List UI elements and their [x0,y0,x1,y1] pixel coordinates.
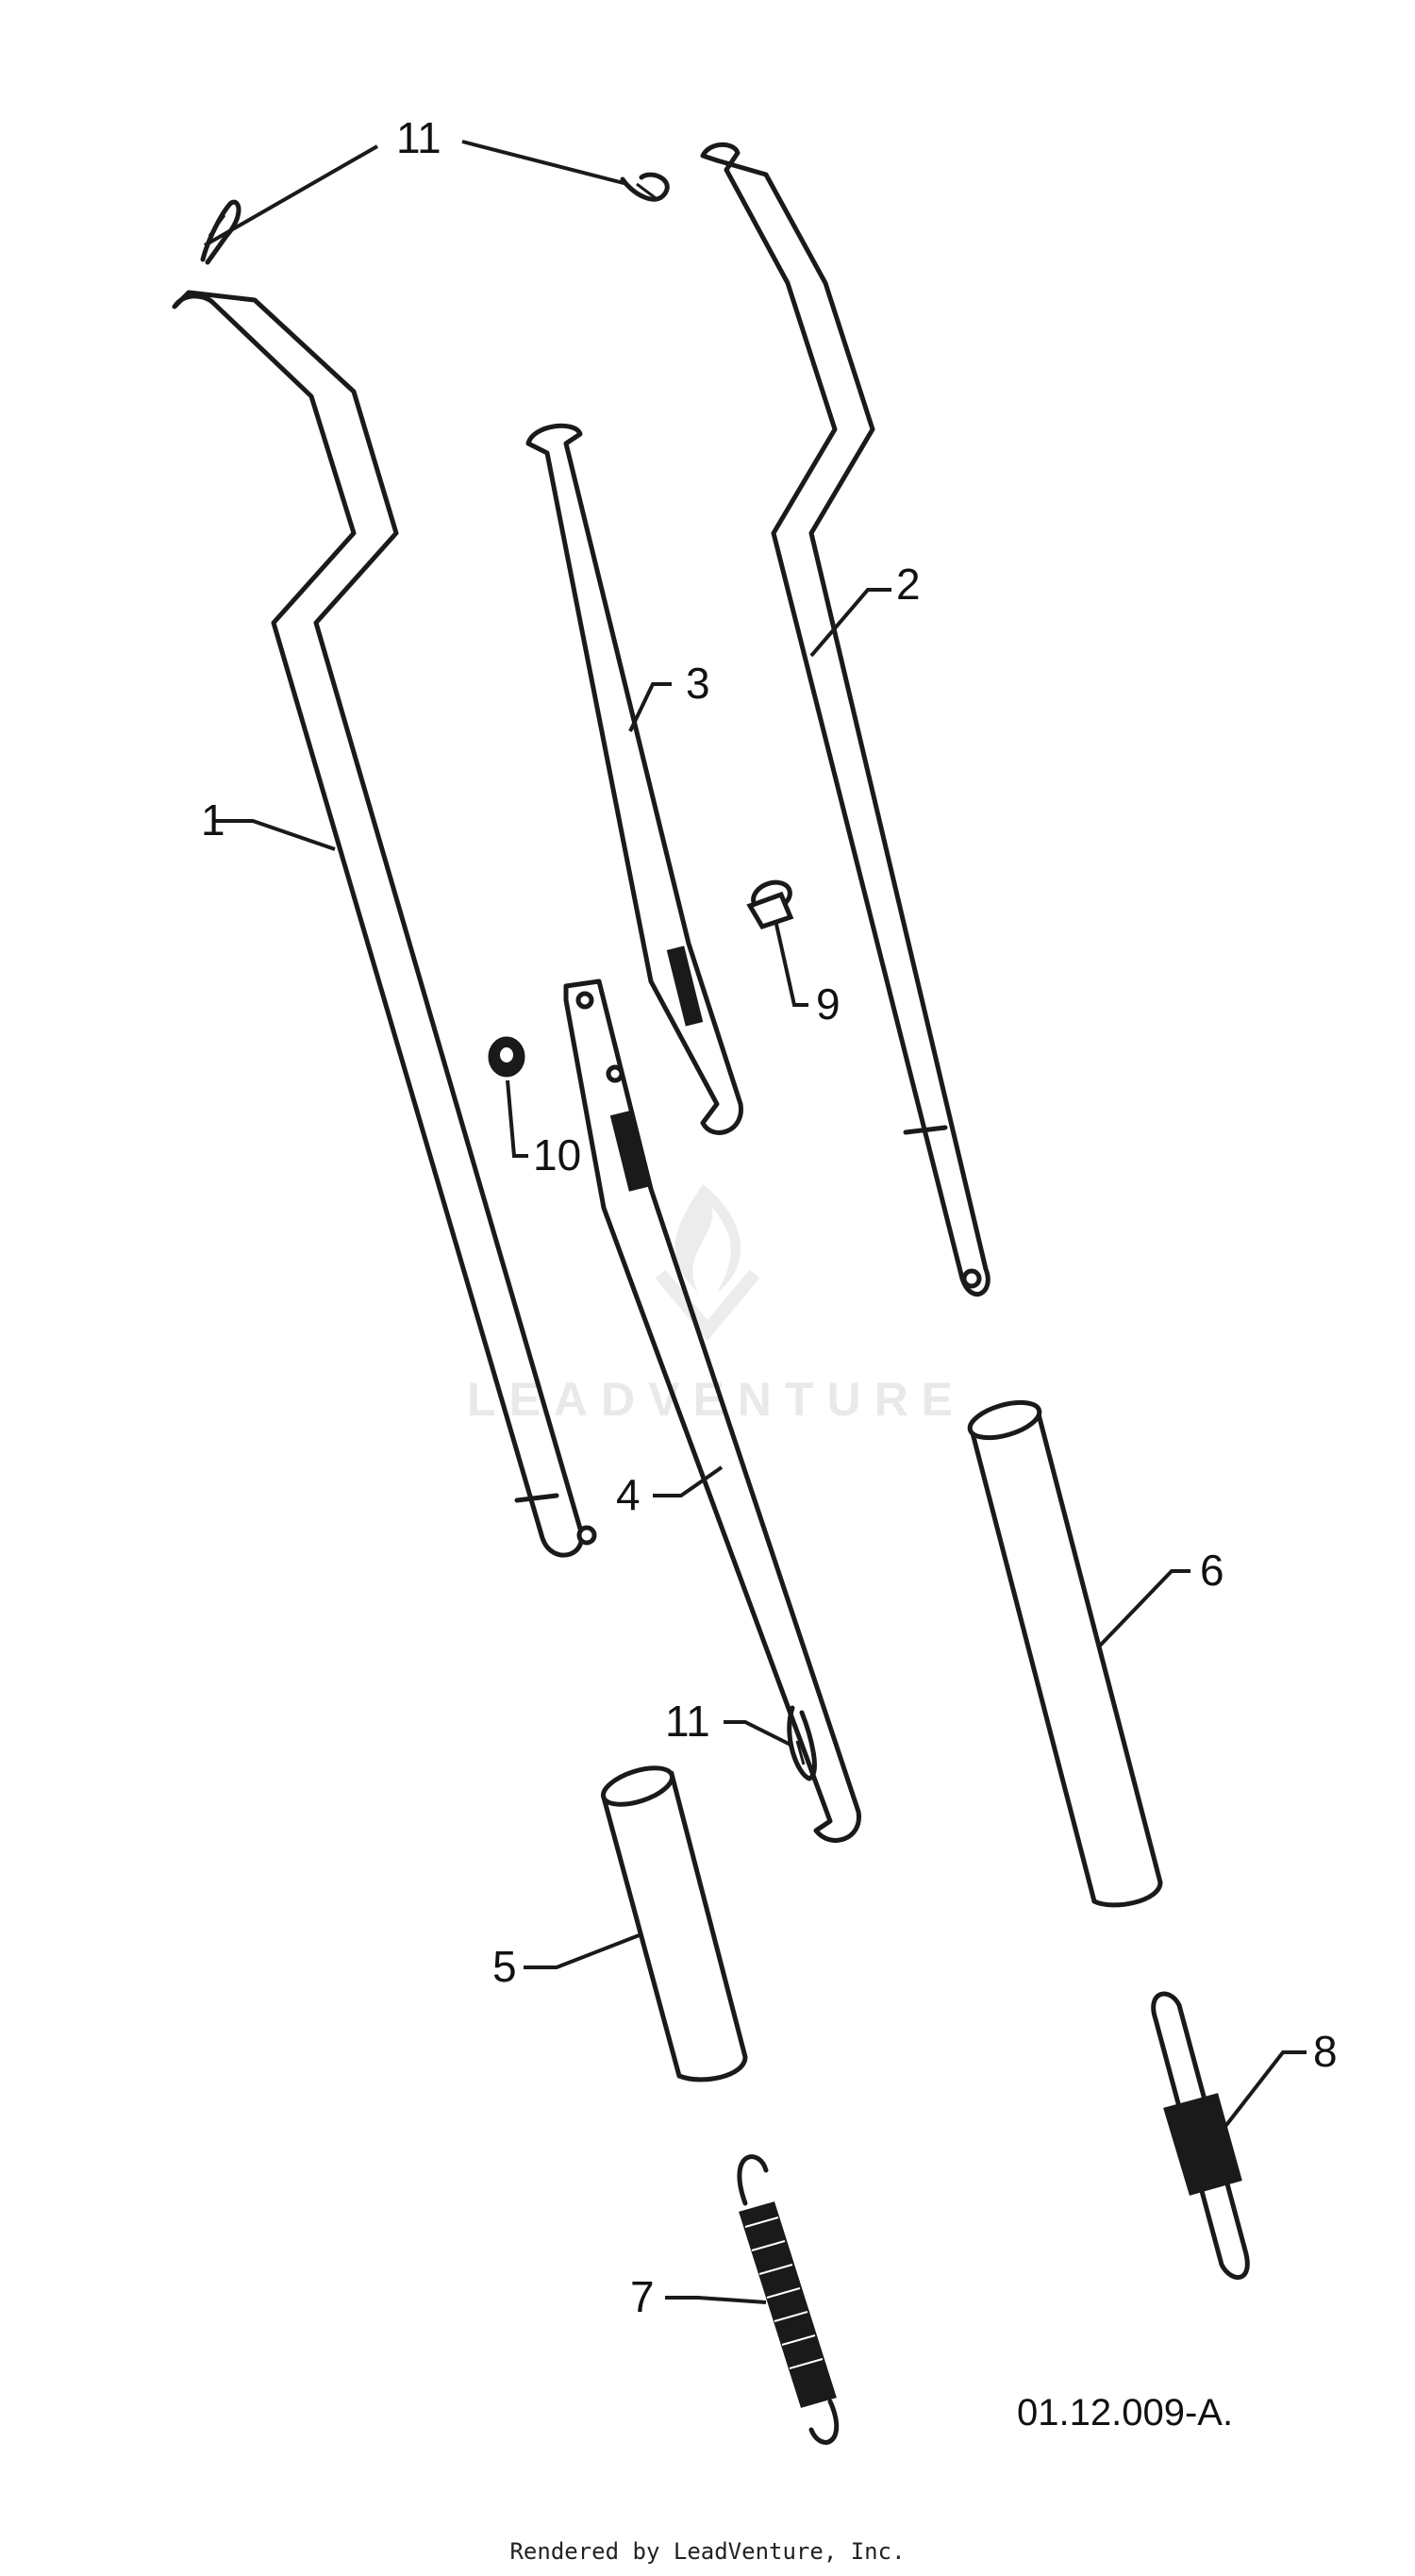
diagram-code: 01.12.009-A. [1017,2392,1233,2434]
part-3-slot [666,945,704,1027]
callout-8: 8 [1313,2027,1338,2076]
part-4-rod [563,979,861,1843]
part-2-rod [700,142,990,1297]
part-11-clip-top-left [200,199,241,265]
part-7-spring [737,2154,840,2445]
callout-11-top: 11 [396,113,441,162]
part-10-nut [488,1036,525,1078]
watermark-logo [655,1184,760,1341]
callout-6: 6 [1200,1546,1224,1595]
callout-2: 2 [896,560,921,609]
callout-3: 3 [686,659,710,708]
footer-credit: Rendered by LeadVenture, Inc. [509,2538,905,2565]
part-8-spring [1151,1991,1250,2280]
callout-5: 5 [492,1942,517,1991]
callout-4: 4 [616,1470,641,1519]
part-5-grip [600,1765,748,2083]
leader-lines [204,140,1307,2304]
part-6-grip [967,1399,1163,1908]
part-11-clip-top-right [620,172,670,202]
part-9-bolt [746,879,794,930]
callout-11-lower: 11 [665,1697,710,1746]
callout-7: 7 [630,2272,655,2321]
part-1-rod [172,290,597,1558]
part-3-rod [525,423,743,1135]
callout-10: 10 [533,1130,581,1179]
part-4-slot [609,1111,649,1192]
callout-1: 1 [201,795,225,845]
part-11-clip-lower [787,1705,817,1781]
callout-9: 9 [816,979,841,1029]
